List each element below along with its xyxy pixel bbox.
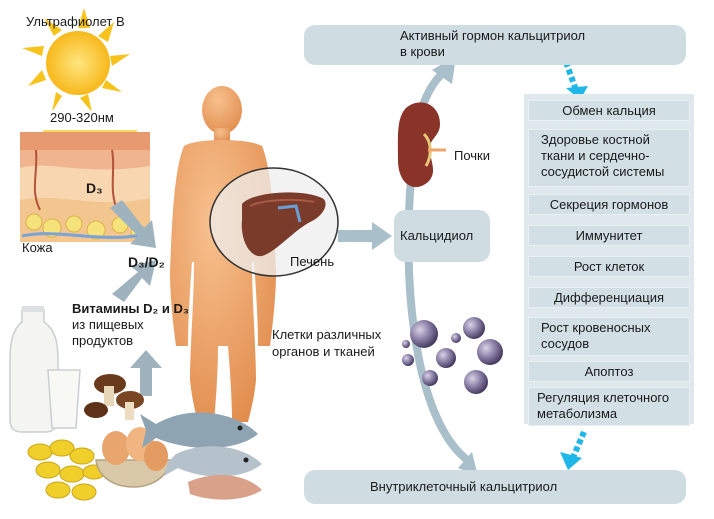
fish-icon	[140, 412, 262, 500]
arrow-liver-to-calcidiol-icon	[338, 222, 392, 250]
arrow-skin-to-d3d2-icon	[110, 200, 156, 248]
arrow-food-up-icon	[130, 350, 162, 396]
mushroom-icon	[84, 374, 144, 420]
effect-label: сосудов	[541, 336, 590, 351]
d3-d2-label: D₃/D₂	[128, 254, 165, 270]
kidneys-label: Почки	[454, 148, 491, 163]
effect-label: Рост клеток	[573, 259, 645, 274]
effect-label: Регуляция клеточного	[537, 390, 670, 405]
effect-label: сосудистой системы	[541, 164, 665, 179]
bottom-box-intracellular-calcitriol: Внутриклеточный кальцитриол	[304, 470, 686, 504]
vitamins-line1: Витамины D₂ и D₃	[72, 301, 189, 316]
capsule-icon	[27, 439, 106, 501]
cell-icon	[402, 317, 503, 394]
effect-label: Обмен кальция	[562, 103, 656, 118]
skin-label: Кожа	[22, 240, 53, 255]
vitamins-line2: из пищевых	[72, 317, 144, 332]
kidney-icon	[397, 102, 446, 188]
effect-label: ткани и сердечно-	[541, 148, 650, 163]
top-box-line2: в крови	[400, 44, 445, 59]
effect-item-0: Обмен кальция	[528, 100, 690, 121]
liver-label: Печень	[290, 254, 335, 269]
effect-item-5: Дифференциация	[528, 287, 690, 308]
effect-item-8: Регуляция клеточного метаболизма	[528, 387, 690, 426]
effect-label: Апоптоз	[584, 364, 634, 379]
arrow-effects-to-bottom-box-icon	[560, 430, 587, 470]
cells-line1: Клетки различных	[272, 327, 382, 342]
effect-item-3: Иммунитет	[528, 225, 690, 246]
effect-item-2: Секреция гормонов	[528, 194, 690, 215]
effect-item-4: Рост клеток	[528, 256, 690, 277]
effect-label: Секреция гормонов	[549, 197, 669, 212]
cells-label: Клетки различных органов и тканей	[272, 326, 381, 360]
effect-label: метаболизма	[537, 406, 618, 421]
liver-icon	[241, 192, 326, 257]
effect-item-6: Рост кровеносных сосудов	[528, 317, 690, 356]
vitamins-label: Витамины D₂ и D₃ из пищевых продуктов	[72, 301, 189, 349]
top-box-active-calcitriol: Активный гормон кальцитриол в крови	[304, 25, 686, 65]
vitamins-line3: продуктов	[72, 333, 134, 348]
effect-label: Иммунитет	[575, 228, 643, 243]
calcidiol-box: Кальцидиол	[394, 210, 490, 262]
sun-icon	[22, 8, 130, 112]
arrow-food-to-d3d2-icon	[112, 260, 156, 302]
effect-item-7: Апоптоз	[528, 361, 690, 382]
effect-item-1: Здоровье костной ткани и сердечно- сосуд…	[528, 129, 690, 187]
effect-label: Здоровье костной	[541, 132, 650, 147]
top-box-line1: Активный гормон кальцитриол	[400, 28, 586, 43]
milk-icon	[9, 306, 81, 433]
effect-label: Дифференциация	[553, 290, 664, 305]
wavelength-label: 290-320нм	[50, 110, 114, 126]
calcidiol-label: Кальцидиол	[400, 228, 474, 243]
uvb-label: Ультрафиолет В	[26, 14, 125, 29]
effect-label: Рост кровеносных	[541, 320, 651, 335]
cells-line2: органов и тканей	[272, 344, 375, 359]
skin-d3-label: D₃	[86, 180, 103, 196]
bottom-box-text: Внутриклеточный кальцитриол	[370, 479, 558, 494]
arrow-top-box-to-effects-icon	[563, 60, 588, 100]
